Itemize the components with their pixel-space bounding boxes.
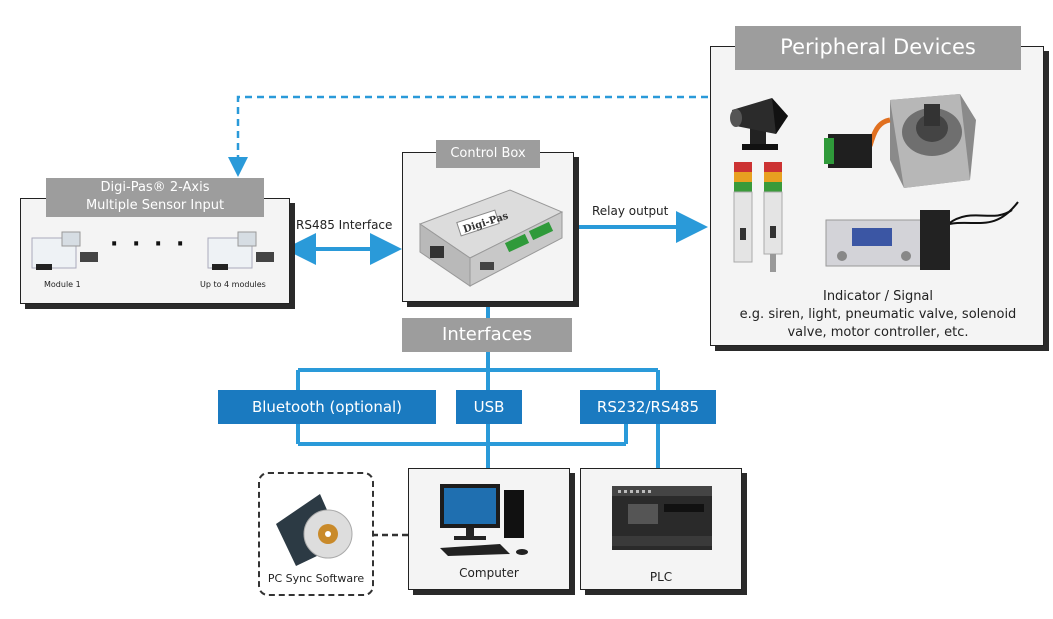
bluetooth-interface: Bluetooth (optional) <box>218 390 436 424</box>
pc-sync-software-box <box>258 472 374 596</box>
control-box-title: Control Box <box>436 140 540 168</box>
control-box-image: Digi-Pas <box>418 189 564 287</box>
peripheral-caption: Indicator / Signal e.g. siren, light, pn… <box>739 289 1017 340</box>
module-last-label: Up to 4 modules <box>200 280 266 289</box>
plc-label: PLC <box>649 570 673 584</box>
sensor-title: Digi-Pas® 2-Axis Multiple Sensor Input <box>46 178 264 217</box>
solenoid-valve-image <box>825 201 1019 270</box>
stepper-motor-image <box>824 94 976 188</box>
rs232-interface: RS232/RS485 <box>580 390 716 424</box>
sensor-module-1-image <box>31 231 98 270</box>
relay-label: Relay output <box>592 204 669 218</box>
module-1-label: Module 1 <box>44 280 81 289</box>
software-cd-image <box>276 494 353 566</box>
usb-interface: USB <box>456 390 522 424</box>
rs485-label: RS485 Interface <box>296 218 393 232</box>
pc-sync-software-label: PC Sync Software <box>267 572 365 585</box>
computer-image <box>440 484 528 556</box>
peripheral-devices-title: Peripheral Devices <box>735 26 1021 70</box>
interfaces-title: Interfaces <box>402 318 572 352</box>
siren-image <box>730 98 788 150</box>
module-dots: · · · · <box>110 232 188 257</box>
plc-image <box>612 486 712 550</box>
stack-light-image <box>733 162 783 272</box>
dashed-feedback-line <box>228 95 708 177</box>
sensor-module-4-image <box>207 231 274 270</box>
computer-label: Computer <box>459 566 519 580</box>
